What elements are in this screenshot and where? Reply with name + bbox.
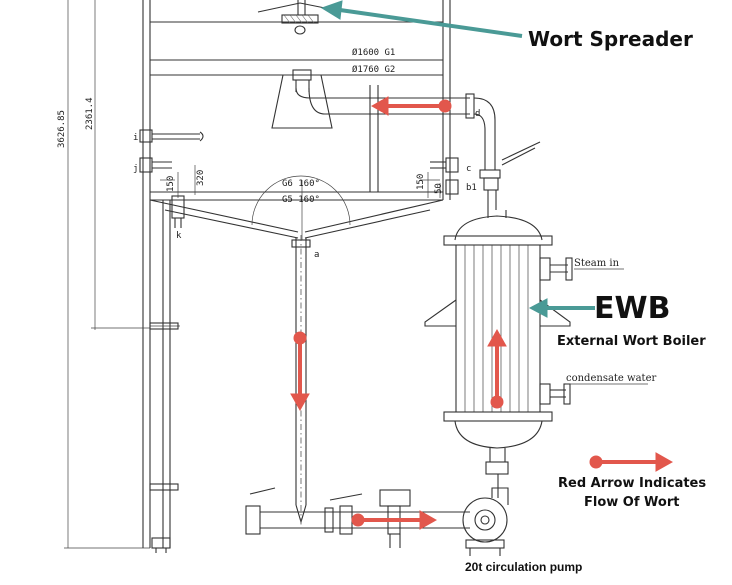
conical-bottom bbox=[149, 175, 444, 240]
nozzle-j-label: j bbox=[133, 164, 138, 174]
legend-line2: Flow Of Wort bbox=[584, 495, 679, 510]
dim-150-right-label: 150 bbox=[416, 174, 426, 190]
legend-line1: Red Arrow Indicates bbox=[558, 476, 706, 491]
wort-spreader-label: Wort Spreader bbox=[528, 27, 693, 51]
pump-label: 20t circulation pump bbox=[465, 560, 582, 574]
condensate-water-label: condensate water bbox=[566, 373, 656, 384]
annotations: Wort Spreader EWB External Wort Boiler R… bbox=[465, 27, 706, 574]
nozzle-d-label: d bbox=[475, 109, 480, 119]
right-nozzles bbox=[430, 157, 459, 195]
ewb-label: EWB bbox=[594, 291, 670, 326]
dim-50-label: 50 bbox=[434, 183, 444, 194]
dim-inner-label: 2361.4 bbox=[85, 97, 95, 130]
funnel-inlet bbox=[271, 69, 333, 129]
vessel-body bbox=[150, 21, 443, 201]
flow-arrow-top bbox=[370, 96, 452, 116]
pointer-arrow-spreader bbox=[320, 0, 523, 38]
nozzle-c-label: c bbox=[466, 164, 471, 174]
ewb-vessel bbox=[424, 210, 573, 475]
nozzle-i-label: i bbox=[133, 133, 138, 143]
nozzle-b1-label: b1 bbox=[466, 183, 477, 193]
dim-total-label: 3626.85 bbox=[57, 110, 67, 148]
nozzle-k-label: k bbox=[176, 231, 182, 241]
pointer-arrow-ewb bbox=[528, 298, 595, 318]
circulation-pump bbox=[462, 473, 509, 556]
return-pipe bbox=[295, 87, 541, 210]
left-nozzles bbox=[139, 129, 204, 228]
g6-label: G6 160° bbox=[282, 179, 320, 189]
nozzle-a-label: a bbox=[314, 250, 319, 260]
tube-bundle bbox=[464, 245, 529, 412]
external-wort-boiler-label: External Wort Boiler bbox=[557, 334, 706, 349]
dim-320-label: 320 bbox=[196, 170, 206, 186]
technical-text: Ø1600 G1 Ø1760 G2 G6 160° G5 160° 3626.8… bbox=[57, 47, 656, 385]
flow-arrow-up bbox=[487, 328, 507, 409]
dim-150-left-label: 150 bbox=[166, 176, 176, 192]
dia1-label: Ø1600 G1 bbox=[352, 47, 395, 58]
dimension-lines bbox=[64, 0, 441, 549]
flow-arrow-down bbox=[290, 331, 310, 412]
g5-label: G5 160° bbox=[282, 195, 320, 205]
legend-arrow bbox=[589, 452, 674, 472]
dia2-label: Ø1760 G2 bbox=[352, 64, 395, 75]
flow-arrow-bottom bbox=[351, 510, 438, 530]
steam-in-label: Steam in bbox=[574, 258, 620, 269]
